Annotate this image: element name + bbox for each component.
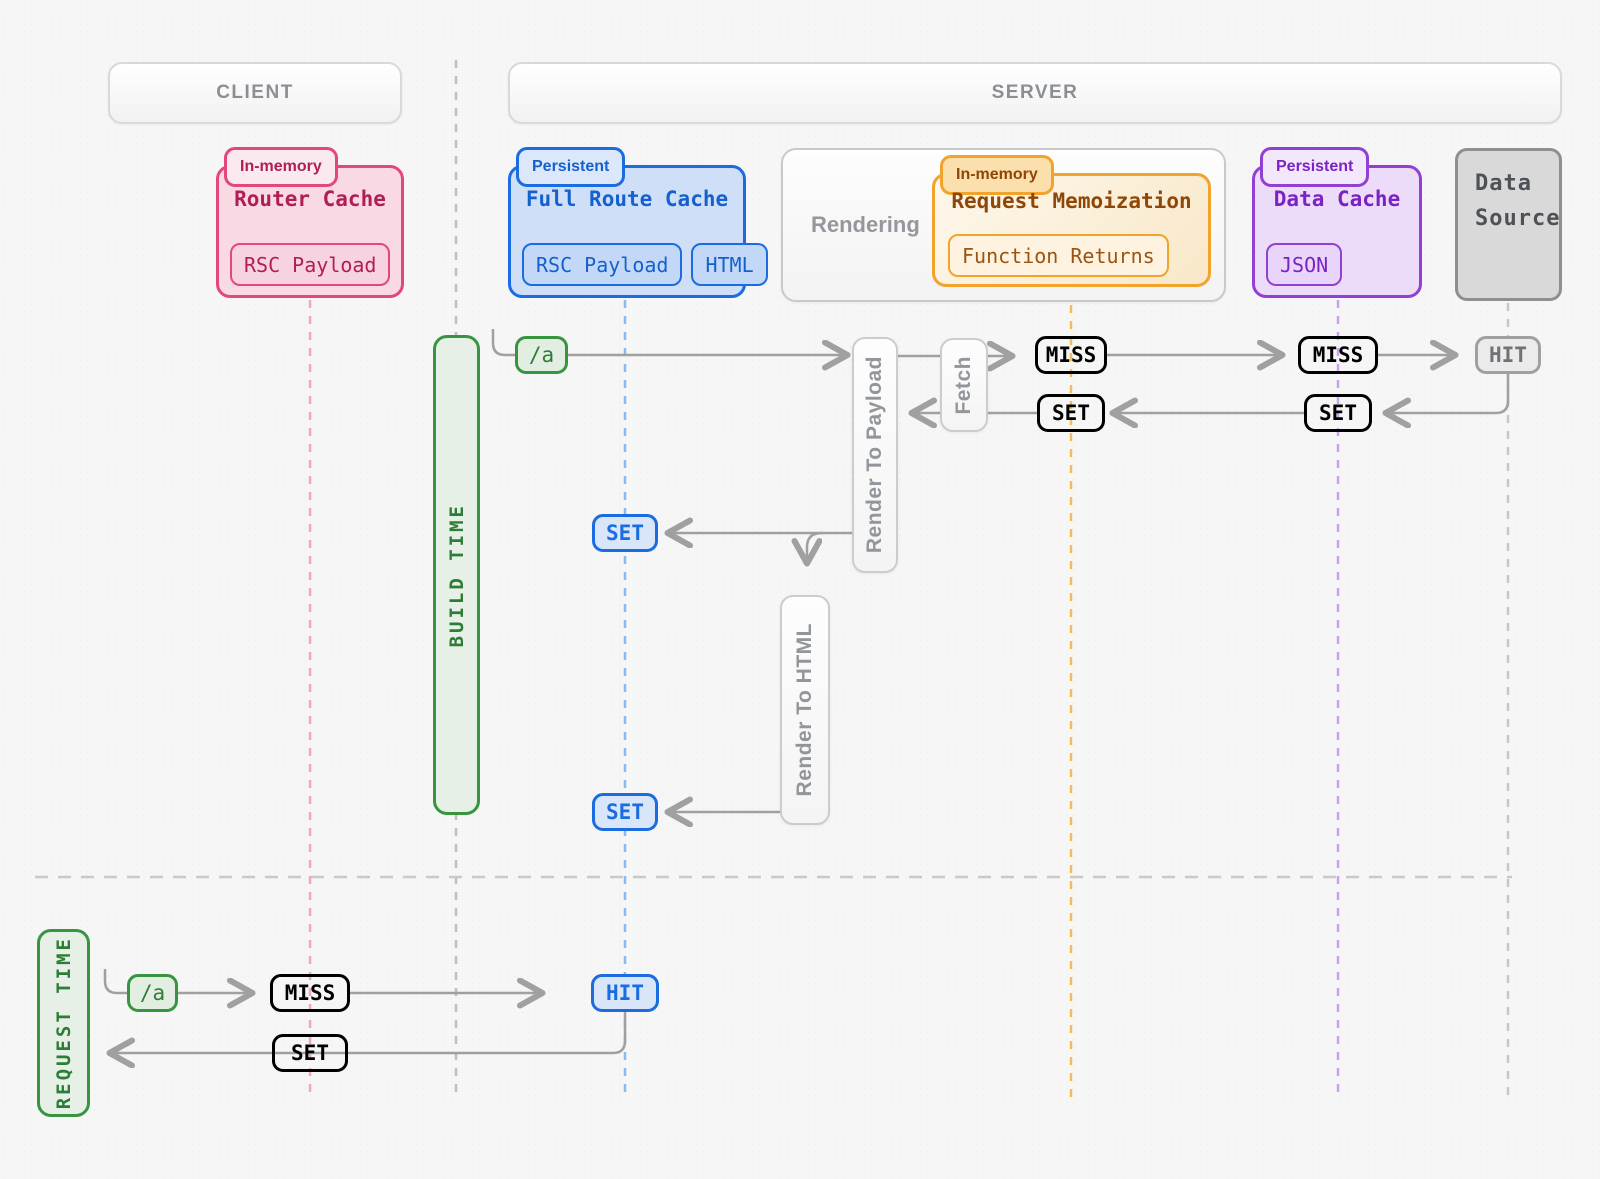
router-cache-chip-rsc-payload: RSC Payload	[230, 243, 391, 286]
render-to-payload-label: Render To Payload	[863, 356, 886, 554]
frc-hit-chip: HIT	[591, 974, 659, 1012]
router-cache-badge: In-memory	[224, 147, 338, 187]
data-source-line1: Data	[1475, 171, 1532, 196]
full-route-cache-box: Persistent Full Route Cache RSC Payload …	[508, 147, 768, 298]
request-time-label: REQUEST TIME	[52, 936, 75, 1110]
hook-build-request	[491, 329, 515, 357]
router-cache-title: Router Cache	[234, 187, 386, 211]
full-route-cache-badge: Persistent	[516, 147, 626, 187]
rendering-label: Rendering	[811, 212, 920, 237]
server-header: SERVER	[508, 62, 1562, 124]
request-memoization-badge: In-memory	[940, 155, 1054, 195]
data-cache-title: Data Cache	[1273, 187, 1401, 211]
frc-set-chip-payload: SET	[592, 514, 658, 552]
data-cache-chip-json: JSON	[1266, 243, 1343, 286]
router-cache-set-chip: SET	[272, 1034, 348, 1072]
router-cache-box: In-memory Router Cache RSC Payload	[216, 147, 404, 298]
build-time-pill: BUILD TIME	[433, 335, 480, 815]
request-memoization-box: In-memory Request Memoization Function R…	[932, 155, 1211, 287]
data-source-line2: Source	[1475, 206, 1561, 231]
data-source-hit-chip: HIT	[1475, 336, 1541, 374]
data-cache-miss-chip: MISS	[1298, 336, 1378, 374]
memo-set-chip: SET	[1037, 394, 1105, 432]
data-cache-badge: Persistent	[1260, 147, 1370, 187]
fetch-label: Fetch	[952, 355, 975, 415]
data-source-box: Data Source	[1455, 148, 1562, 301]
request-time-pill: REQUEST TIME	[37, 929, 90, 1117]
build-time-label: BUILD TIME	[445, 502, 468, 648]
client-header-label: CLIENT	[216, 82, 294, 103]
render-to-payload-box: Render To Payload	[852, 337, 898, 573]
client-header: CLIENT	[108, 62, 402, 124]
server-header-label: SERVER	[991, 82, 1079, 103]
router-cache-miss-chip: MISS	[270, 974, 350, 1012]
data-cache-set-chip: SET	[1304, 394, 1372, 432]
data-cache-box: Persistent Data Cache JSON	[1252, 147, 1422, 298]
full-route-cache-chip-html: HTML	[691, 243, 768, 286]
fetch-box: Fetch	[940, 338, 988, 432]
full-route-cache-chip-rsc-payload: RSC Payload	[522, 243, 683, 286]
request-slug-chip: /a	[127, 974, 178, 1012]
render-to-html-label: Render To HTML	[793, 623, 816, 797]
arrow-payload-to-html	[807, 531, 823, 561]
frc-set-chip-html: SET	[592, 793, 658, 831]
build-slug-chip: /a	[515, 336, 568, 374]
arrow-frc-to-router-set	[112, 1012, 627, 1053]
full-route-cache-title: Full Route Cache	[525, 187, 729, 211]
memo-miss-chip: MISS	[1035, 336, 1107, 374]
request-memoization-title: Request Memoization	[951, 189, 1192, 213]
hook-request	[103, 969, 127, 995]
arrow-source-to-datacache-set	[1388, 373, 1510, 413]
render-to-html-box: Render To HTML	[780, 595, 830, 825]
request-memoization-chip-function-returns: Function Returns	[948, 234, 1169, 277]
